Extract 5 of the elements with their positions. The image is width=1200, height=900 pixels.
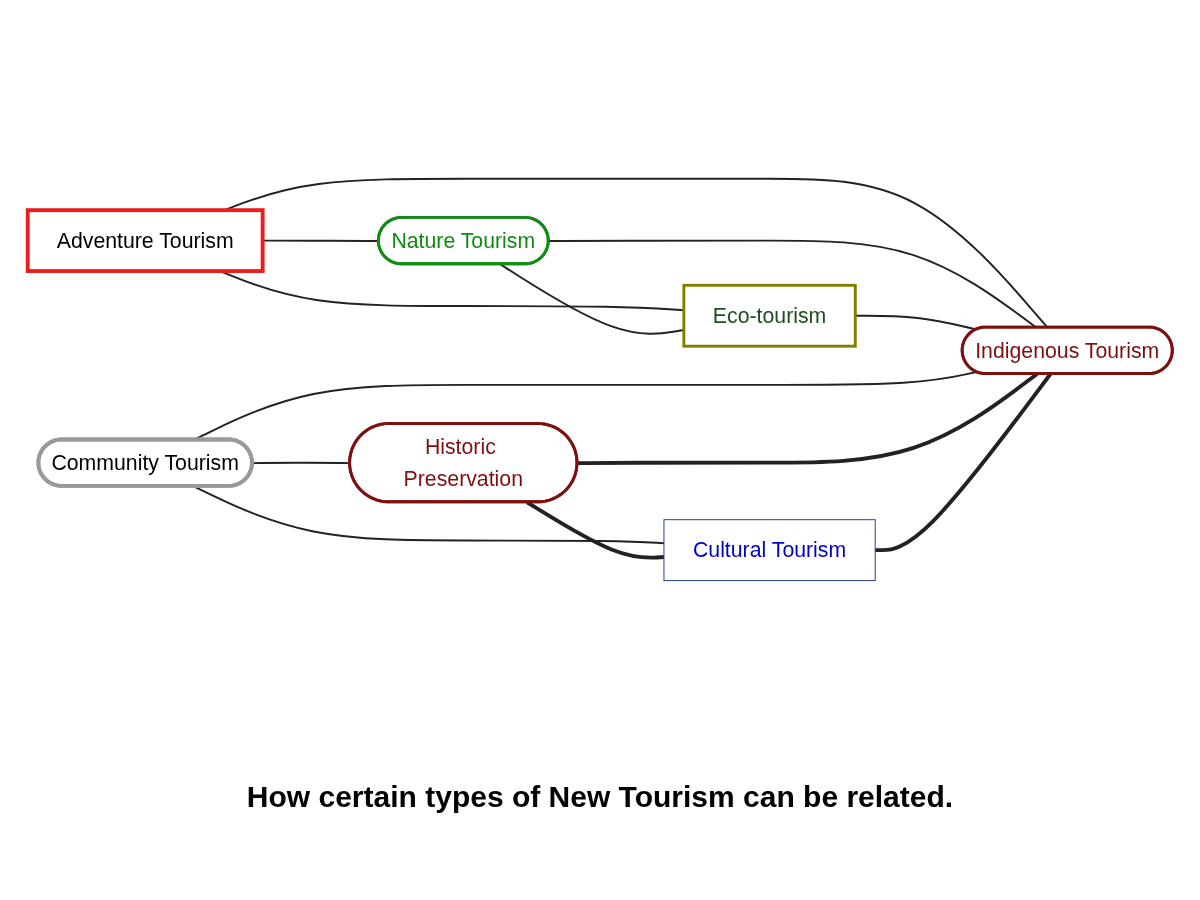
node-box: Cultural Tourism — [663, 519, 876, 582]
connector — [875, 373, 1052, 553]
caption: How certain types of New Tourism can be related. — [246, 780, 954, 814]
node-box: Eco-tourism — [682, 284, 857, 348]
node-box: Adventure Tourism — [25, 208, 265, 274]
